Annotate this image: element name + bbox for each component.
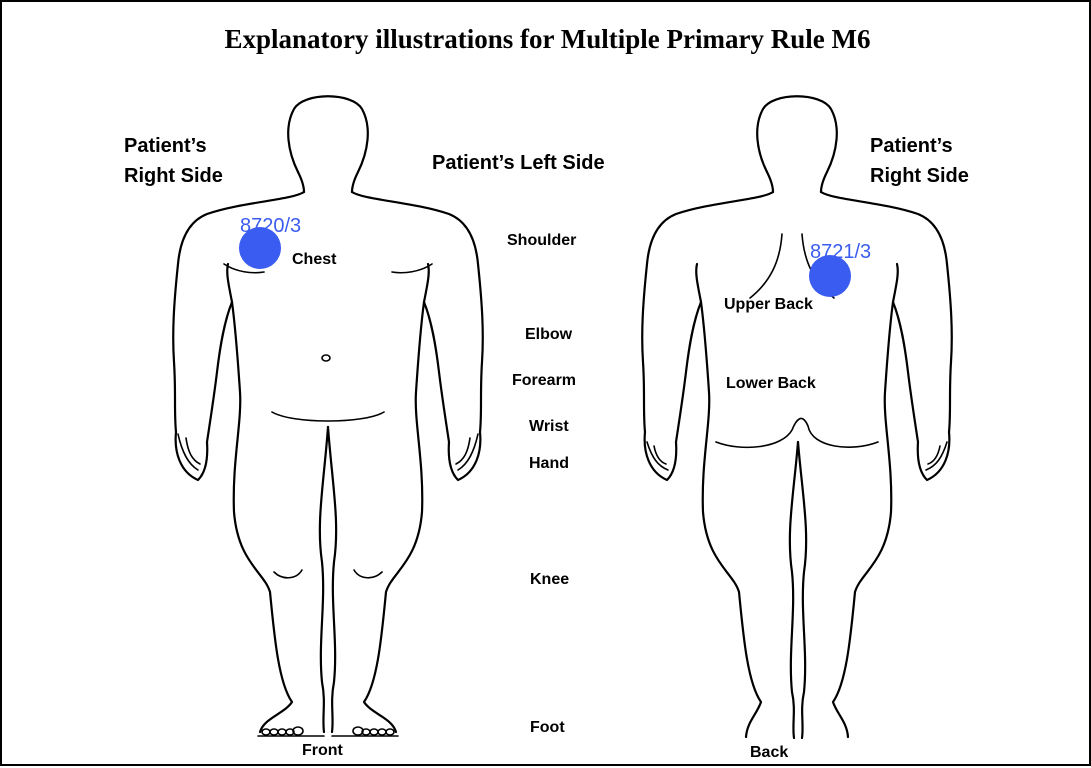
back-neck-left bbox=[767, 172, 773, 192]
back-right-side-label-line1: Patient’s bbox=[870, 135, 953, 157]
knee-label: Knee bbox=[530, 571, 569, 588]
front-neck-left bbox=[298, 172, 304, 192]
front-torso-right bbox=[352, 192, 483, 732]
back-lesion-code: 8721/3 bbox=[810, 241, 871, 263]
left-side-label: Patient’s Left Side bbox=[432, 152, 605, 174]
front-feet bbox=[258, 727, 398, 736]
front-torso-left bbox=[173, 192, 304, 732]
front-inner-leg-left bbox=[320, 427, 328, 732]
hand-label: Hand bbox=[529, 455, 569, 472]
foot-label: Foot bbox=[530, 719, 565, 736]
front-inner-arm-right bbox=[424, 264, 429, 302]
front-chest-line-right bbox=[392, 264, 432, 273]
back-right-side-label-line2: Right Side bbox=[870, 165, 969, 187]
shoulder-label: Shoulder bbox=[507, 232, 576, 249]
chest-label: Chest bbox=[292, 251, 337, 268]
front-right-side-label-line1: Patient’s bbox=[124, 135, 207, 157]
front-knee-right bbox=[354, 570, 382, 578]
wrist-label: Wrist bbox=[529, 418, 569, 435]
front-knee-left bbox=[274, 570, 302, 578]
back-inner-leg-right bbox=[798, 442, 806, 738]
front-pelvis-line bbox=[272, 412, 384, 421]
elbow-label: Elbow bbox=[525, 326, 573, 343]
upper-back-label: Upper Back bbox=[724, 296, 813, 313]
back-inner-arm-left bbox=[696, 264, 701, 302]
front-inner-leg-right bbox=[328, 427, 336, 732]
back-inner-leg-left bbox=[790, 442, 798, 738]
front-right-side-label-line2: Right Side bbox=[124, 165, 223, 187]
back-torso-left bbox=[642, 192, 773, 737]
back-caption: Back bbox=[750, 744, 788, 761]
front-body-figure bbox=[173, 96, 483, 736]
back-inner-arm-right bbox=[893, 264, 898, 302]
forearm-label: Forearm bbox=[512, 372, 576, 389]
back-body-figure bbox=[642, 96, 952, 738]
back-scapula-left bbox=[750, 234, 782, 298]
lower-back-label: Lower Back bbox=[726, 375, 816, 392]
front-inner-arm-left bbox=[227, 264, 232, 302]
front-caption: Front bbox=[302, 742, 344, 759]
front-navel bbox=[322, 355, 330, 361]
front-lesion-code: 8720/3 bbox=[240, 215, 301, 237]
